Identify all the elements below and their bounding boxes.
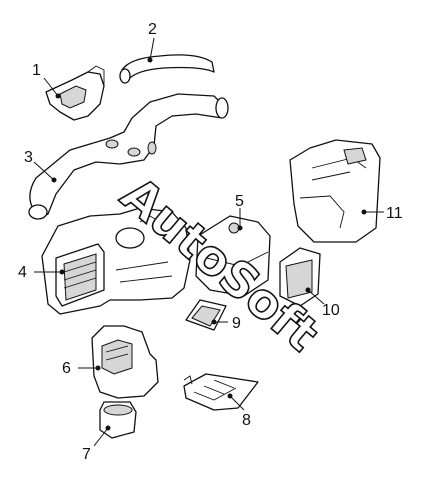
callout-7: 7 xyxy=(82,446,91,463)
part-3-rear-duct xyxy=(28,93,229,220)
part-7-blower-motor xyxy=(99,401,137,439)
callout-11: 11 xyxy=(386,205,403,222)
callout-10: 10 xyxy=(322,302,340,319)
part-11-right-housing xyxy=(289,139,381,243)
callout-4: 4 xyxy=(18,264,27,281)
callout-9: 9 xyxy=(232,315,241,332)
part-6-blower-housing xyxy=(91,325,159,399)
part-2-upper-duct xyxy=(119,54,215,84)
callout-1: 1 xyxy=(32,62,41,79)
callout-6: 6 xyxy=(62,360,71,377)
leader-lines xyxy=(33,37,384,447)
callout-2: 2 xyxy=(148,21,157,38)
part-5-heater-box xyxy=(195,215,271,297)
part-9-filter xyxy=(185,299,227,331)
callout-8: 8 xyxy=(242,412,251,429)
callout-3: 3 xyxy=(24,149,33,166)
part-1-duct-connector xyxy=(45,65,105,121)
part-8-filter-tray xyxy=(183,373,259,411)
callout-5: 5 xyxy=(235,193,244,210)
part-4-hvac-housing xyxy=(41,207,191,315)
